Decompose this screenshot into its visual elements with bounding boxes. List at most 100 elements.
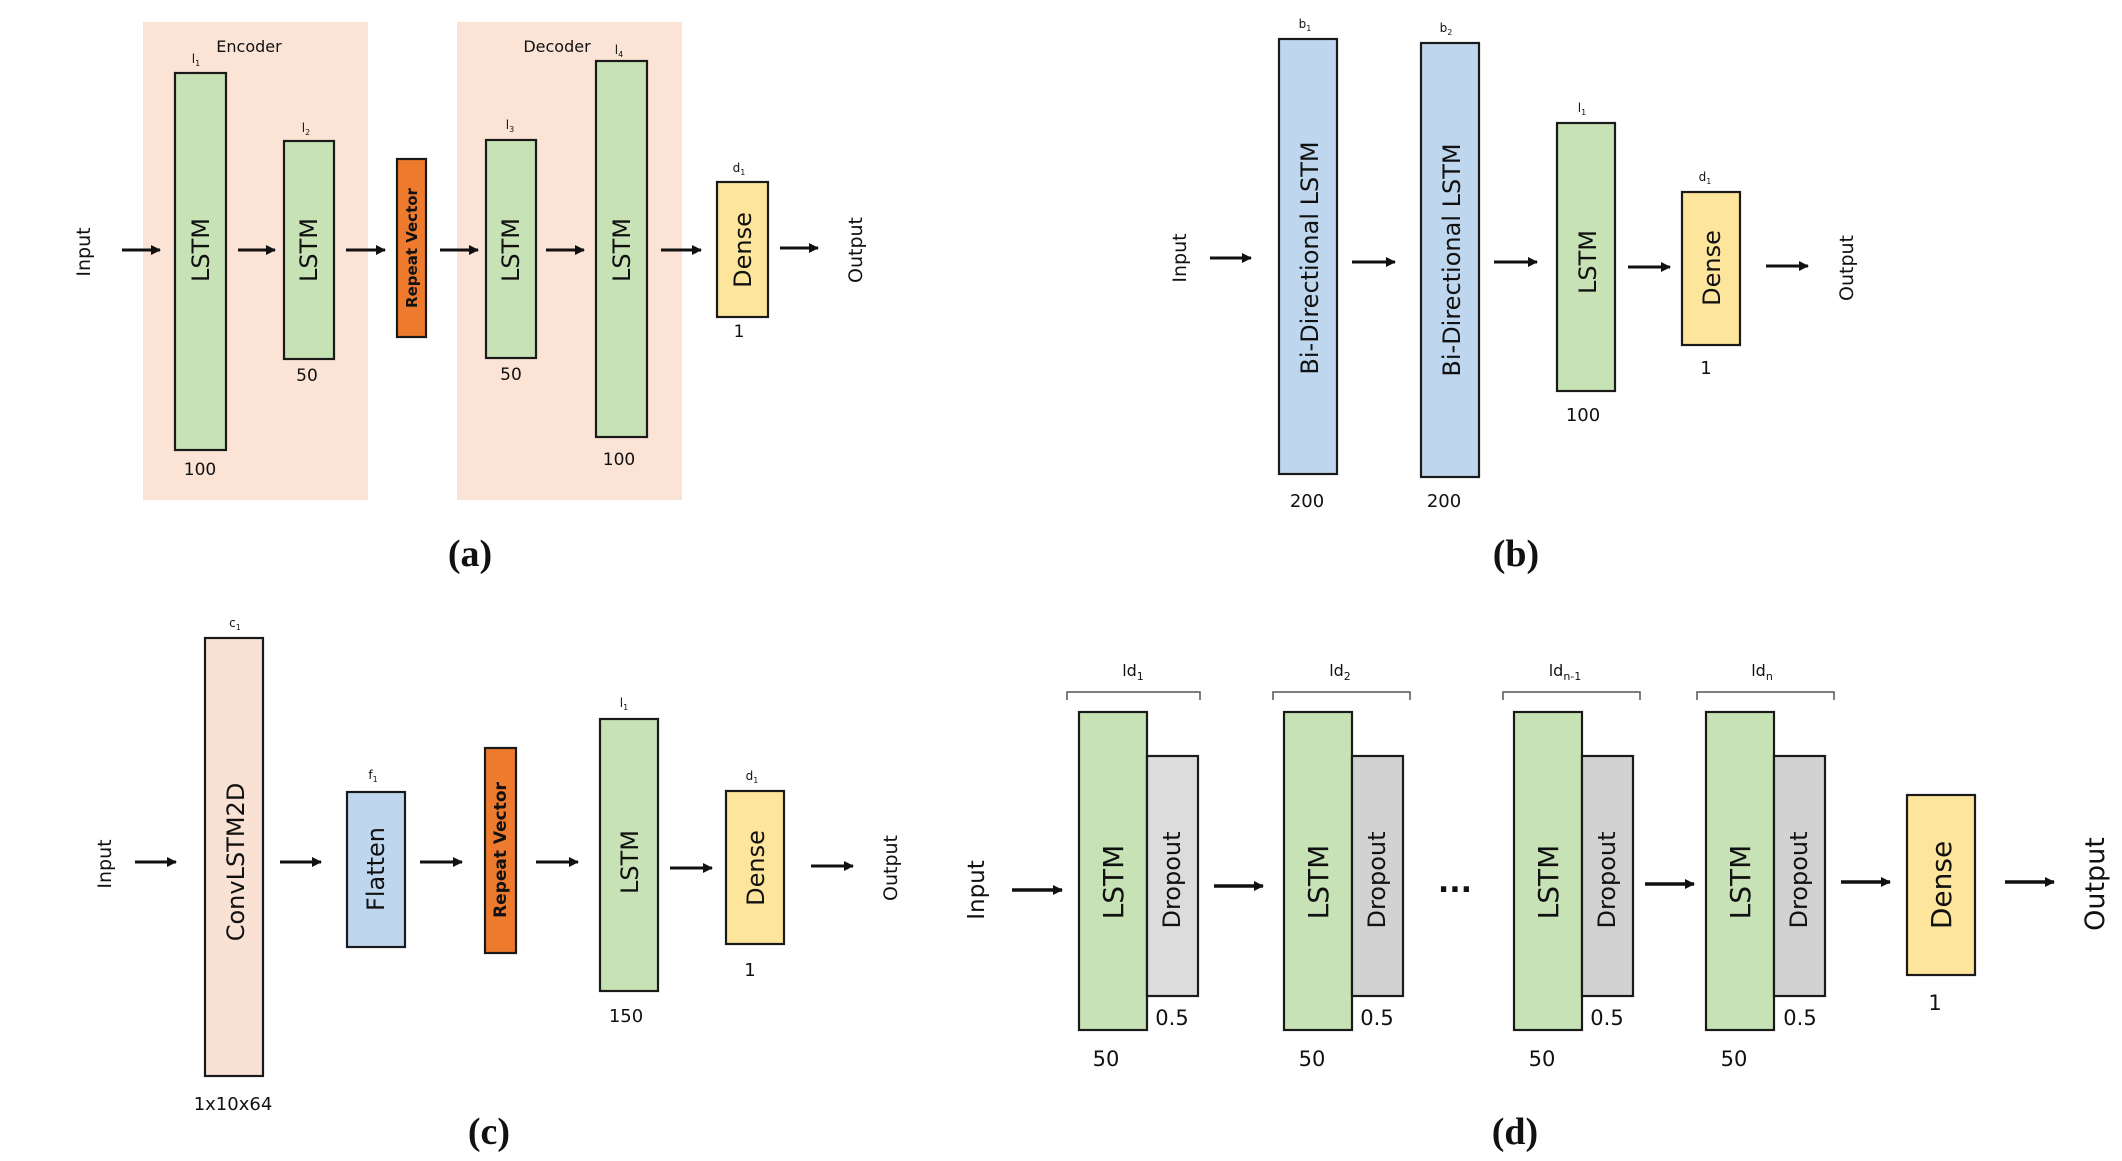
- caption-b: (b): [1493, 533, 1539, 575]
- lstm-block-label: LSTM: [1097, 845, 1130, 920]
- units-label: 200: [1427, 491, 1461, 512]
- lstm-block: [1077, 710, 1149, 1032]
- lstm-block: [1512, 710, 1584, 1032]
- group-tag: ldn: [1751, 661, 1773, 683]
- lstm-block-label: LSTM: [1724, 845, 1757, 920]
- units-label: 50: [500, 365, 522, 385]
- lstm-block: [1555, 121, 1617, 393]
- units-label: 50: [1721, 1047, 1748, 1071]
- group-tag: ld2: [1329, 661, 1351, 683]
- group-tag: ld1: [1122, 661, 1144, 683]
- layer-tag: l1: [620, 696, 628, 712]
- convlstm2d-label: ConvLSTM2D: [222, 783, 250, 942]
- dropout-label: Dropout: [1158, 831, 1186, 928]
- lstm-block: [1704, 710, 1776, 1032]
- group-bracket: [1502, 691, 1641, 700]
- units-label: 200: [1290, 491, 1324, 512]
- lstm-block: [282, 139, 336, 361]
- lstm-block-label: LSTM: [1302, 845, 1335, 920]
- dense-block: [715, 180, 770, 319]
- caption-a: (a): [448, 533, 492, 575]
- dropout-rate: 0.5: [1360, 1006, 1393, 1030]
- dense-block: [1680, 190, 1742, 347]
- bidirectional-lstm-label: Bi-Directional LSTM: [1438, 143, 1466, 376]
- units-label: 150: [609, 1006, 643, 1027]
- bidirectional-lstm-block: [1277, 37, 1339, 476]
- lstm-block: [173, 71, 228, 452]
- encoder-title: Encoder: [216, 37, 282, 56]
- lstm-block: [594, 59, 649, 439]
- flatten-block: [345, 790, 407, 949]
- bidirectional-lstm-block: [1419, 41, 1481, 479]
- caption-d: (d): [1492, 1111, 1538, 1153]
- layer-tag: d1: [1699, 170, 1712, 186]
- layer-tag: b2: [1440, 21, 1453, 37]
- units-label: 50: [1529, 1047, 1556, 1071]
- lstm-block: [598, 717, 660, 993]
- flatten-label: Flatten: [362, 827, 390, 911]
- units-label: 100: [1566, 405, 1600, 426]
- layer-tag: d1: [733, 161, 746, 177]
- lstm-block: [1282, 710, 1354, 1032]
- panel-a: Encoder Decoder Input l1 LSTM 100 l2 LST…: [73, 22, 867, 575]
- layer-tag: l3: [506, 118, 514, 134]
- lstm-block-label: LSTM: [608, 218, 636, 282]
- output-label: Output: [1836, 235, 1858, 301]
- units-label: 1: [1928, 991, 1941, 1015]
- dropout-block: [1580, 754, 1635, 998]
- dense-block: [1905, 793, 1977, 977]
- panel-d: Input ld1 LSTM Dropout 0.5 50 ld2 LSTM D…: [964, 661, 2111, 1153]
- units-label: 50: [1299, 1047, 1326, 1071]
- input-label: Input: [964, 860, 990, 920]
- dropout-block: [1350, 754, 1405, 998]
- output-label: Output: [880, 835, 902, 901]
- layer-tag: l4: [615, 43, 623, 59]
- dropout-label: Dropout: [1363, 831, 1391, 928]
- dense-block: [724, 789, 786, 946]
- dropout-block: [1772, 754, 1827, 998]
- output-label: Output: [845, 217, 867, 283]
- units-label: 50: [296, 366, 318, 386]
- caption-c: (c): [468, 1111, 510, 1153]
- output-label: Output: [2080, 837, 2111, 931]
- input-label: Input: [1169, 233, 1191, 282]
- dropout-block: [1145, 754, 1200, 998]
- group-tag: ldn-1: [1549, 661, 1582, 683]
- dropout-label: Dropout: [1593, 831, 1621, 928]
- group-bracket: [1696, 691, 1835, 700]
- lstm-block-label: LSTM: [187, 218, 215, 282]
- input-label: Input: [94, 839, 116, 888]
- units-label: 100: [603, 450, 635, 470]
- units-label: 50: [1093, 1047, 1120, 1071]
- panel-c: Input c1 ConvLSTM2D 1x10x64 f1 Flatten R…: [94, 616, 902, 1153]
- lstm-block-label: LSTM: [616, 830, 644, 894]
- group-bracket: [1272, 691, 1411, 700]
- units-label: 100: [184, 460, 216, 480]
- lstm-block-label: LSTM: [1574, 230, 1602, 294]
- units-label: 1: [744, 960, 755, 981]
- layer-tag: l1: [192, 52, 200, 68]
- ellipsis: ...: [1438, 865, 1472, 900]
- convlstm2d-block: [203, 636, 265, 1078]
- lstm-block-label: LSTM: [497, 218, 525, 282]
- layer-tag: d1: [746, 769, 759, 785]
- repeat-vector-block: [395, 157, 428, 339]
- dense-block-label: Dense: [742, 830, 770, 906]
- repeat-vector-block: [483, 746, 518, 955]
- lstm-block-label: LSTM: [1532, 845, 1565, 920]
- layer-tag: c1: [229, 616, 241, 632]
- layer-tag: l2: [302, 121, 310, 137]
- dense-block-label: Dense: [1698, 230, 1726, 306]
- dropout-rate: 0.5: [1783, 1006, 1816, 1030]
- repeat-vector-label: Repeat Vector: [491, 781, 511, 917]
- dense-block-label: Dense: [1925, 841, 1958, 929]
- bidirectional-lstm-label: Bi-Directional LSTM: [1296, 141, 1324, 374]
- layer-tag: f1: [368, 768, 377, 784]
- group-bracket: [1066, 691, 1201, 700]
- dropout-rate: 0.5: [1155, 1006, 1188, 1030]
- units-label: 1: [1700, 358, 1711, 379]
- units-label: 1x10x64: [194, 1094, 273, 1115]
- lstm-block: [484, 138, 538, 360]
- layer-tag: b1: [1299, 17, 1312, 33]
